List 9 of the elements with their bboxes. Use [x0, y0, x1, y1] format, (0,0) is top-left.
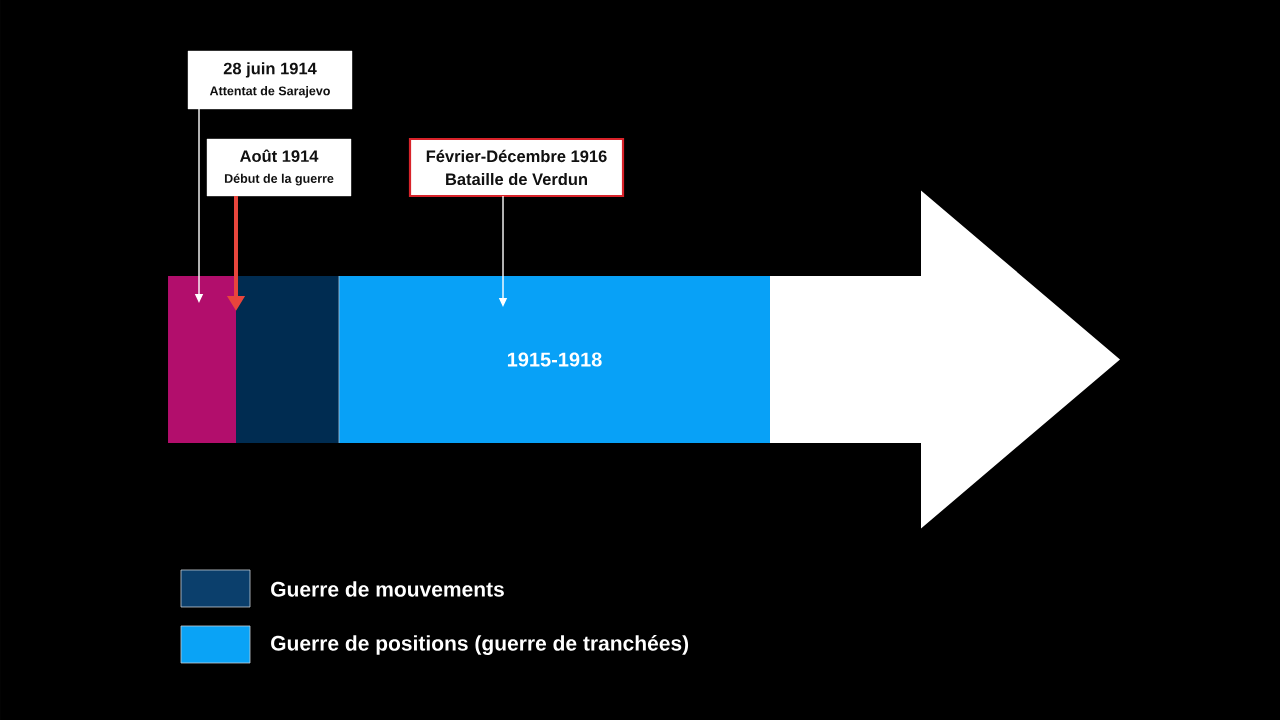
timeline-arrow [770, 190, 1120, 529]
timeline-segment [168, 276, 236, 443]
legend-label: Guerre de mouvements [271, 581, 504, 597]
event-box: Février-Décembre 1916 Bataille de Verdun [408, 137, 625, 198]
timeline-segment: 1915-1918 [339, 276, 770, 443]
event-box: Août 1914 Début de la guerre [206, 138, 352, 197]
event-box: 28 juin 1914 Attentat de Sarajevo [187, 50, 353, 110]
timeline-segment [236, 276, 339, 443]
legend-label: Guerre de positions (guerre de tranchées) [271, 635, 689, 655]
